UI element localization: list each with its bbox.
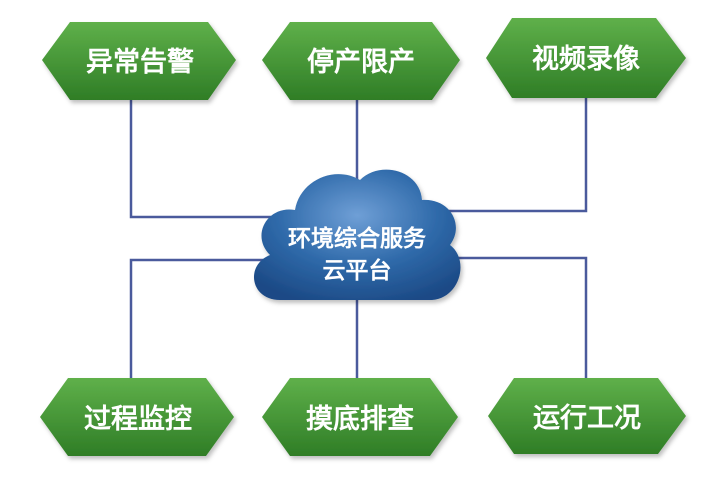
cloud-platform: 环境综合服务 云平台: [253, 169, 461, 300]
node-operating-condition: 运行工况: [488, 378, 686, 454]
connectors: [129, 98, 588, 380]
node-label: 视频录像: [532, 44, 640, 75]
node-shape: [262, 378, 458, 456]
node-label: 运行工况: [533, 402, 641, 434]
node-label: 停产限产: [307, 46, 415, 78]
node-shape: [488, 378, 686, 454]
connector-top-right: [420, 98, 588, 213]
cloud-label-line2: 云平台: [323, 257, 392, 284]
node-abnormal-alarm: 异常告警: [42, 22, 236, 100]
cloud-label-line1: 环境综合服务: [288, 225, 427, 252]
connector-top-left: [129, 100, 285, 219]
connector-bottom-right: [430, 256, 588, 380]
cloud-shape: [253, 169, 461, 300]
connector-bottom-left: [129, 258, 285, 378]
node-shape: [486, 18, 686, 98]
node-production-limit: 停产限产: [262, 22, 460, 100]
node-shape: [42, 22, 236, 100]
node-label: 过程监控: [84, 404, 192, 435]
node-video-recording: 视频录像: [486, 18, 686, 98]
node-shape: [262, 22, 460, 100]
node-shape: [40, 378, 234, 456]
node-process-monitoring: 过程监控: [40, 378, 234, 456]
node-label: 异常告警: [86, 47, 194, 78]
node-investigation: 摸底排查: [262, 378, 458, 456]
node-label: 摸底排查: [306, 403, 414, 435]
